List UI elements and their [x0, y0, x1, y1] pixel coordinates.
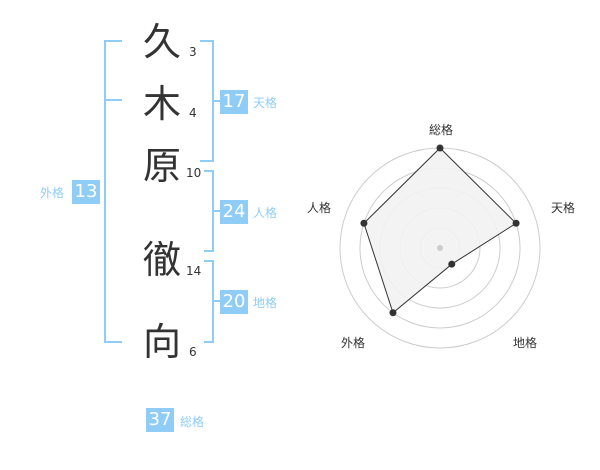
jinkaku-value-badge: 24 [220, 200, 248, 224]
name-char-1: 久 [142, 20, 181, 64]
stroke-count-3: 10 [186, 166, 202, 180]
stroke-count-2: 4 [189, 106, 197, 120]
gaikaku-value-badge: 13 [72, 180, 100, 204]
stroke-count-1: 3 [189, 45, 197, 59]
stroke-count-4: 14 [186, 264, 202, 278]
radar-axis-label-jinkaku: 人格 [306, 201, 331, 215]
stroke-count-5: 6 [189, 345, 197, 359]
radar-point-3 [389, 309, 397, 317]
radar-axis-label-gaikaku: 外格 [340, 336, 365, 350]
tenkaku-bracket-tick [212, 100, 220, 102]
radar-axis-label-chikaku: 地格 [512, 336, 537, 350]
radar-data-polygon [363, 147, 517, 314]
soukaku-value-badge: 37 [146, 408, 174, 432]
radar-axis-label-tenkaku: 天格 [550, 201, 575, 215]
chikaku-value-badge: 20 [220, 290, 248, 314]
radar-point-2 [448, 260, 456, 268]
radar-center-dot [437, 245, 443, 251]
gaikaku-bracket-tick [104, 99, 122, 101]
gaikaku-label: 外格 [40, 186, 65, 200]
radar-point-0 [436, 144, 444, 152]
radar-axis-label-soukaku: 総格 [428, 123, 453, 137]
jinkaku-bracket-tick [212, 210, 220, 212]
name-char-2: 木 [142, 82, 181, 126]
tenkaku-label: 天格 [253, 96, 278, 110]
tenkaku-value-badge: 17 [220, 90, 248, 114]
chikaku-bracket-tick [212, 300, 220, 302]
name-char-3: 原 [142, 144, 181, 188]
soukaku-label: 総格 [180, 415, 205, 429]
jinkaku-label: 人格 [253, 206, 278, 220]
radar-point-4 [360, 219, 368, 227]
gaikaku-bracket [104, 40, 122, 343]
name-char-5: 向 [142, 320, 181, 364]
radar-point-1 [512, 219, 520, 227]
chikaku-label: 地格 [253, 296, 278, 310]
name-char-4: 徹 [142, 238, 181, 282]
